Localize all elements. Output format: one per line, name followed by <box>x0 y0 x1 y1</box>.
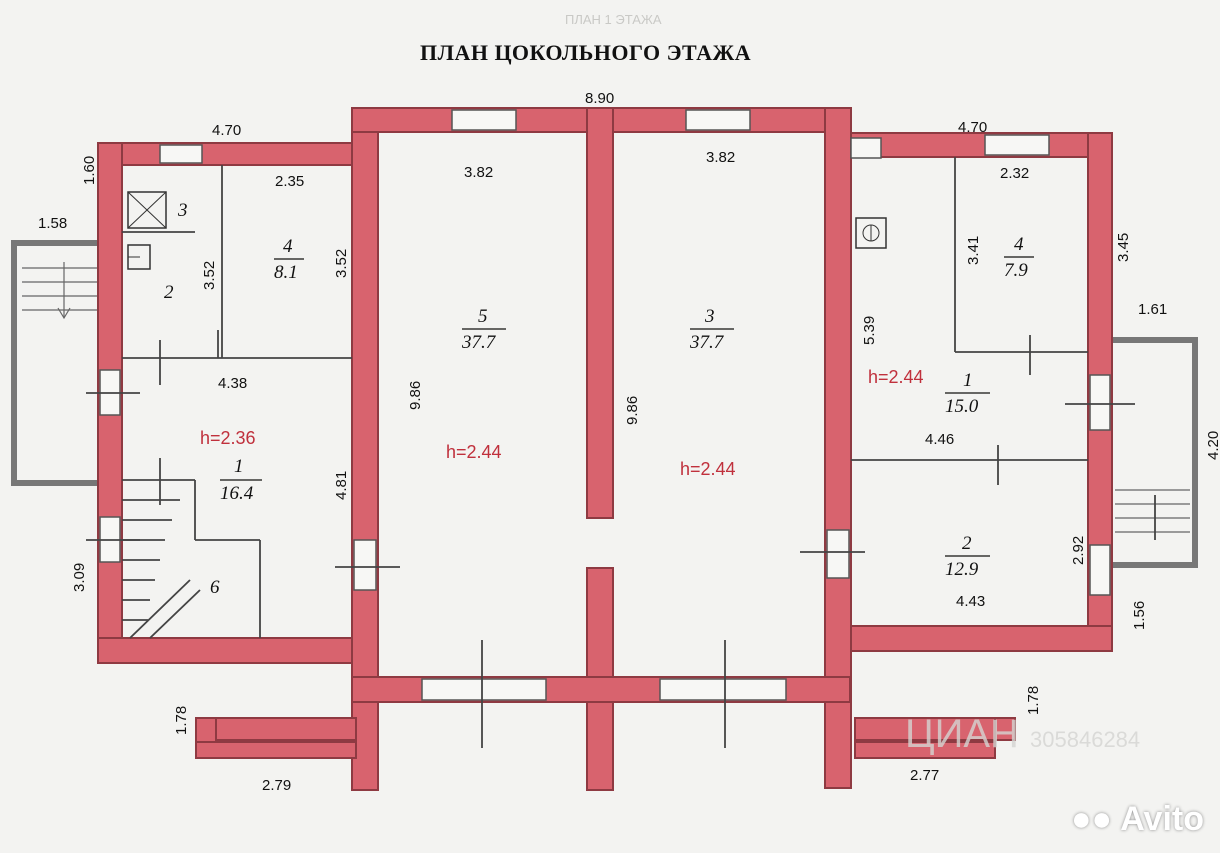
right-porch <box>1112 337 1198 568</box>
right-porch-steps <box>1115 489 1190 533</box>
dim-4-70-left: 4.70 <box>212 122 241 139</box>
ghost-title: ПЛАН 1 ЭТАЖА <box>565 12 662 27</box>
dim-3-09: 3.09 <box>71 563 88 592</box>
dim-8-90: 8.90 <box>585 90 614 107</box>
dim-4-70-right: 4.70 <box>958 119 987 136</box>
room-4-right-area: 7.9 <box>1004 260 1028 281</box>
dim-3-52-b: 3.52 <box>333 249 350 278</box>
dim-3-82-left: 3.82 <box>464 164 493 181</box>
room-3-center-area: 37.7 <box>689 332 725 353</box>
plan-title: ПЛАН ЦОКОЛЬНОГО ЭТАЖА <box>420 40 751 65</box>
dim-5-39: 5.39 <box>861 316 878 345</box>
dim-2-92: 2.92 <box>1070 536 1087 565</box>
room-4-left-area: 8.1 <box>274 262 298 283</box>
height-left: h=2.36 <box>200 428 256 448</box>
boiler-fixture-icon <box>855 217 887 249</box>
room-5-area: 37.7 <box>461 332 497 353</box>
dim-1-61: 1.61 <box>1138 301 1167 318</box>
dim-3-52-a: 3.52 <box>201 261 218 290</box>
room-1-right-number: 1 <box>963 370 973 391</box>
dim-3-45: 3.45 <box>1115 233 1132 262</box>
dim-9-86-a: 9.86 <box>407 381 424 410</box>
left-porch-steps <box>22 262 100 320</box>
dim-1-60: 1.60 <box>81 156 98 185</box>
dim-3-41: 3.41 <box>965 236 982 265</box>
dim-1-78-right: 1.78 <box>1025 686 1042 715</box>
room-4-right-number: 4 <box>1014 234 1024 255</box>
room-5-number: 5 <box>478 306 488 327</box>
room-4-left-number: 4 <box>283 236 293 257</box>
dim-2-77: 2.77 <box>910 767 939 784</box>
room-1-left-area: 16.4 <box>220 483 254 504</box>
room-3-center-number: 3 <box>704 306 715 327</box>
dim-1-56: 1.56 <box>1131 601 1148 630</box>
left-porch <box>11 240 100 486</box>
partitions <box>86 157 1156 748</box>
height-labels: h=2.36 h=2.44 h=2.44 h=2.44 <box>200 367 924 479</box>
room-2-right-area: 12.9 <box>945 559 979 580</box>
height-right: h=2.44 <box>868 367 924 387</box>
dim-4-43: 4.43 <box>956 593 985 610</box>
avito-watermark: ●● Avito <box>1070 800 1204 838</box>
room-3-left-number: 3 <box>177 200 188 221</box>
room-2-right-number: 2 <box>962 533 972 554</box>
cian-watermark: ЦИАН 305846284 <box>905 712 1141 756</box>
height-room-5: h=2.44 <box>446 442 502 462</box>
windows <box>99 109 1111 701</box>
dim-9-86-b: 9.86 <box>624 396 641 425</box>
room-1-left-number: 1 <box>234 456 244 477</box>
dim-4-20: 4.20 <box>1205 431 1220 460</box>
room-2-left-number: 2 <box>164 282 174 303</box>
dim-4-81: 4.81 <box>333 471 350 500</box>
room-6-left-number: 6 <box>210 577 220 598</box>
shower-fixture-icon <box>127 191 167 229</box>
dim-2-32: 2.32 <box>1000 165 1029 182</box>
dim-1-78-left: 1.78 <box>173 706 190 735</box>
room-1-right-area: 15.0 <box>945 396 979 417</box>
dim-1-58: 1.58 <box>38 215 67 232</box>
dim-3-82-right: 3.82 <box>706 149 735 166</box>
dim-2-79: 2.79 <box>262 777 291 794</box>
dim-2-35: 2.35 <box>275 173 304 190</box>
toilet-fixture-icon <box>127 244 151 270</box>
height-room-3: h=2.44 <box>680 459 736 479</box>
walls <box>97 107 1113 791</box>
dimension-labels: 8.90 4.70 4.70 1.60 1.58 2.35 3.82 3.82 … <box>38 90 1220 794</box>
dim-4-46: 4.46 <box>925 431 954 448</box>
dim-4-38: 4.38 <box>218 375 247 392</box>
room-labels: 3 2 4 8.1 1 16.4 6 5 37.7 3 37.7 4 7.9 1… <box>164 200 1034 598</box>
